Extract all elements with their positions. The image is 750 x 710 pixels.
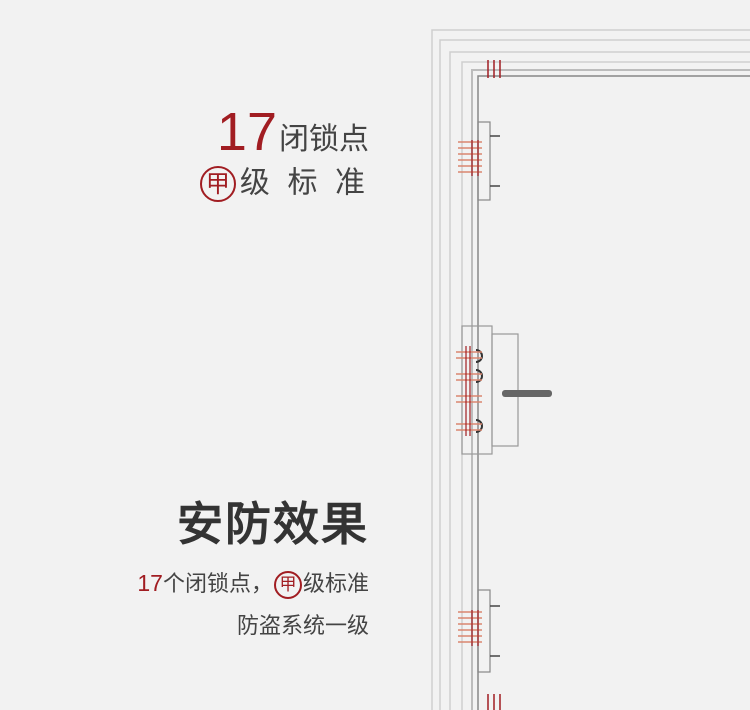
grade-badge: 甲 — [199, 165, 236, 202]
lock-block-lower — [458, 589, 500, 673]
lock-points-text: 个闭锁点， — [162, 572, 273, 597]
grade-standard-text: 级 标 准 — [239, 165, 369, 201]
security-effect-line-2: 防盗系统一级 — [236, 614, 369, 639]
lock-body-middle — [456, 325, 519, 455]
lock-points-title: 闭锁点 — [279, 122, 369, 157]
security-effect-block: 安防效果 17个闭锁点，甲级标准 防盗系统一级 — [137, 498, 369, 642]
lock-point-bottom-edge — [487, 694, 501, 710]
grade-badge-small: 甲 — [273, 571, 302, 599]
grade-standard-line: 甲级 标 准 — [199, 165, 369, 202]
lock-points-number: 17 — [137, 570, 163, 596]
lock-point-top-edge — [487, 60, 501, 78]
door-handle — [502, 390, 552, 397]
door-leaf — [471, 69, 750, 710]
security-effect-title: 安防效果 — [177, 497, 369, 551]
lock-points-count: 17 — [216, 102, 277, 162]
lock-block-upper — [458, 121, 500, 201]
lock-points-heading: 17闭锁点 — [200, 105, 369, 159]
door-frame — [431, 29, 750, 710]
grade-standard-label: 级标准 — [302, 572, 369, 597]
lock-points-callout: 17闭锁点 甲级 标 准 — [199, 105, 369, 202]
security-effect-line-1: 17个闭锁点，甲级标准 — [137, 568, 369, 600]
